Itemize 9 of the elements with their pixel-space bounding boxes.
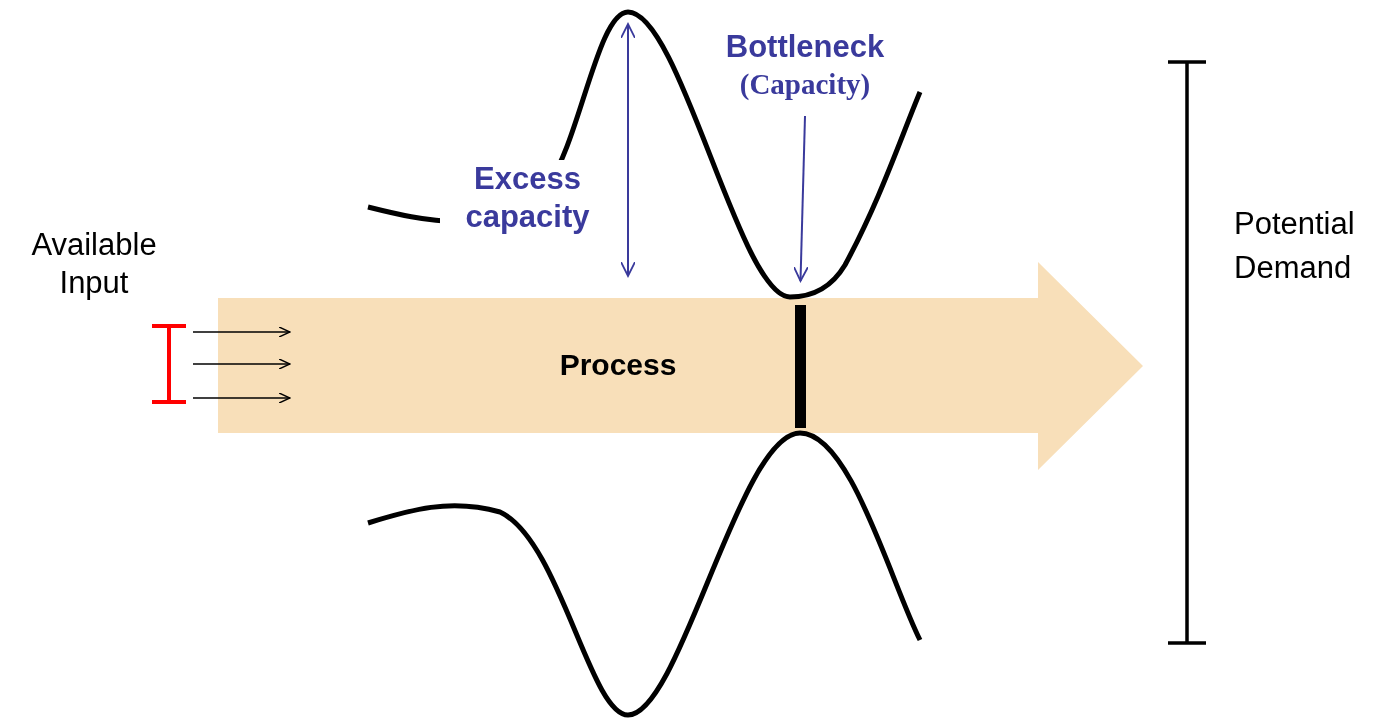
arrow <box>192 392 291 404</box>
process-label: Process <box>558 347 678 383</box>
bottleneck-heading: Bottleneck <box>725 28 885 66</box>
arrow <box>793 115 809 282</box>
arrow <box>192 358 291 370</box>
arrow <box>192 326 291 338</box>
input-label: Available Input <box>30 226 158 302</box>
demand-label: Potential Demand <box>1234 205 1356 287</box>
bottleneck-subheading: (Capacity) <box>739 67 871 102</box>
